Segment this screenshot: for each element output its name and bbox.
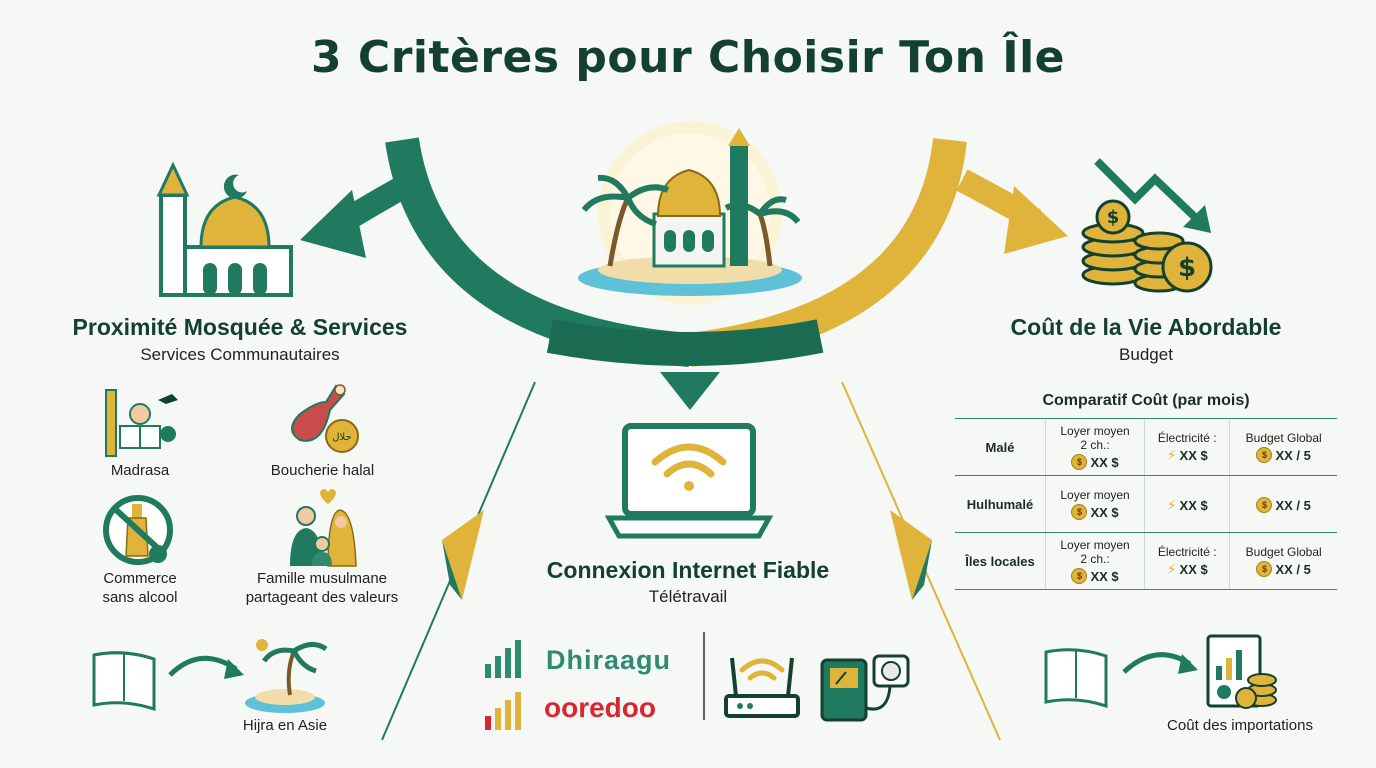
halal-label: Boucherie halal (270, 462, 375, 479)
budget-cell: Budget Global $XX / 5 (1229, 532, 1337, 590)
signal-bars-green-icon (485, 640, 521, 678)
hijra-label: Hijra en Asie (242, 717, 328, 734)
rent-cell: Loyer moyen 2 ch.: $XX $ (1044, 532, 1145, 590)
rent-cell: Loyer moyen $XX $ (1044, 475, 1145, 533)
laptop-wifi-icon (605, 423, 774, 539)
rent-label: Loyer moyen 2 ch.: (1060, 424, 1130, 452)
electricity-cell: Électricité :⚡XX $ (1144, 418, 1230, 476)
island-mosque-icon (578, 121, 802, 305)
coin-icon: $ (1256, 447, 1273, 463)
lightning-icon: ⚡ (1166, 496, 1177, 513)
electricity-value: XX $ (1179, 447, 1208, 463)
island-name: Malé (955, 418, 1046, 476)
electricity-label: Électricité : (1157, 544, 1217, 559)
power-backup-icon (820, 654, 910, 722)
svg-text:$: $ (1107, 207, 1120, 228)
imports-label: Coût des importations (1167, 717, 1313, 734)
rent-label: Loyer moyen (1060, 488, 1130, 502)
coin-icon: $ (1071, 454, 1088, 470)
center-subheading: Télétravail (648, 587, 728, 606)
rent-cell: Loyer moyen 2 ch.: $XX $ (1044, 418, 1145, 476)
lightning-icon: ⚡ (1166, 560, 1177, 577)
dhiraagu-logo: Dhiraagu (546, 645, 672, 675)
coins-descending-icon: $ $ (1081, 158, 1213, 293)
budget-cell: Budget Global $XX / 5 (1229, 418, 1337, 476)
left-subheading: Services Communautaires (140, 345, 340, 364)
left-arrow (300, 190, 366, 258)
budget-value: XX / 5 (1275, 561, 1311, 577)
coin-icon: $ (1071, 504, 1088, 520)
coin-icon: $ (1256, 561, 1273, 577)
svg-text:$: $ (1178, 253, 1196, 283)
ooredoo-logo: ooredoo (544, 692, 656, 723)
no-alcohol-label: Commerce sans alcool (102, 570, 178, 606)
electricity-cell: ⚡XX $ (1144, 475, 1230, 533)
cost-table-title: Comparatif Coût (par mois) (1042, 392, 1250, 409)
rent-value: XX $ (1090, 504, 1119, 520)
mosque-icon (156, 161, 293, 297)
left-heading: Proximité Mosquée & Services (72, 314, 408, 340)
family-label: Famille musulmane partageant des valeurs (245, 570, 399, 606)
center-arc (546, 319, 824, 366)
madrasa-icon (105, 389, 178, 457)
budget-label: Budget Global (1245, 545, 1322, 559)
page-title: 3 Critères pour Choisir Ton Île (310, 32, 1066, 83)
rent-label: Loyer moyen 2 ch.: (1060, 538, 1130, 566)
down-arrow (660, 372, 720, 410)
imports-illustration (1044, 634, 1277, 709)
hijra-illustration (92, 639, 328, 713)
no-alcohol-icon (103, 495, 173, 565)
lightning-icon: ⚡ (1166, 446, 1177, 463)
electricity-value: XX $ (1179, 497, 1208, 513)
signal-bars-multicolor-icon (485, 692, 521, 730)
right-heading: Coût de la Vie Abordable (1010, 314, 1282, 340)
budget-value: XX / 5 (1275, 497, 1311, 513)
halal-meat-icon: حلال (291, 384, 359, 453)
electricity-label: Électricité : (1157, 430, 1217, 445)
madrasa-label: Madrasa (110, 462, 170, 479)
router-icon (724, 657, 800, 718)
electricity-value: XX $ (1179, 561, 1208, 577)
center-heading: Connexion Internet Fiable (546, 557, 830, 583)
right-arrow (1004, 186, 1068, 254)
budget-value: XX / 5 (1275, 447, 1311, 463)
electricity-cell: Électricité :⚡XX $ (1144, 532, 1230, 590)
svg-text:حلال: حلال (332, 432, 351, 443)
budget-cell: $XX / 5 (1229, 475, 1337, 533)
family-icon (290, 489, 357, 567)
rent-value: XX $ (1090, 568, 1119, 584)
island-name: Hulhumalé (955, 475, 1046, 533)
rent-value: XX $ (1090, 454, 1119, 470)
coin-icon: $ (1256, 497, 1273, 513)
budget-label: Budget Global (1245, 431, 1322, 445)
island-name: Îles locales (955, 532, 1046, 590)
coin-icon: $ (1071, 568, 1088, 584)
right-subheading: Budget (1119, 345, 1173, 364)
